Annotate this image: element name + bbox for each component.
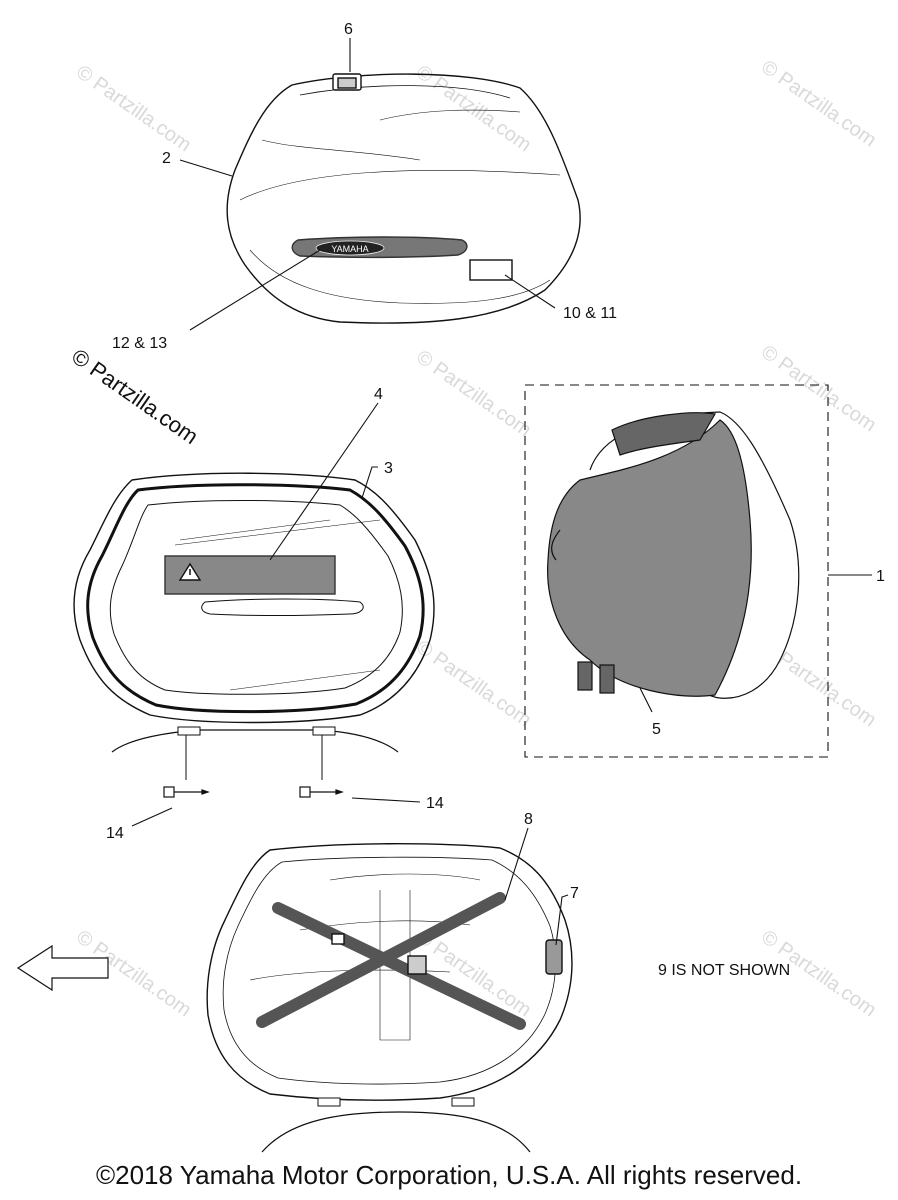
- callout-5: 5: [652, 721, 661, 738]
- watermark-faint: © Partzilla.com: [757, 56, 880, 151]
- watermark-faint: © Partzilla.com: [412, 636, 535, 731]
- callout-3: 3: [384, 460, 393, 477]
- open-case: [206, 843, 573, 1153]
- callout-7: 7: [570, 885, 579, 902]
- leader-lines-right: [639, 574, 872, 713]
- callout-labels: 6 2 12 & 13 10 & 11 4 3 1 5 14 14 8 7: [106, 21, 885, 902]
- callout-6: 6: [344, 21, 353, 38]
- watermark-faint: © Partzilla.com: [412, 346, 535, 441]
- front-direction-arrow-icon: [16, 944, 109, 992]
- callout-14: 14: [106, 825, 124, 842]
- leader-lines-top: [179, 38, 556, 331]
- watermark-main: © Partzilla.com: [67, 344, 203, 450]
- watermark-faint: © Partzilla.com: [72, 61, 195, 156]
- watermark-faint: © Partzilla.com: [757, 341, 880, 436]
- callout-12-13: 12 & 13: [112, 335, 167, 352]
- watermark-faint: © Partzilla.com: [412, 61, 535, 156]
- callout-10-11: 10 & 11: [563, 305, 617, 322]
- outer-lid: YAMAHA: [226, 73, 581, 324]
- saddlebag-assembly: [547, 411, 800, 699]
- assembly-box: [524, 384, 829, 758]
- lid-inner-assembly: [73, 472, 435, 780]
- lid-brand-badge: YAMAHA: [331, 244, 368, 254]
- callout-2: 2: [162, 150, 171, 167]
- callout-8: 8: [524, 811, 533, 828]
- callout-14: 14: [426, 795, 444, 812]
- callout-4: 4: [374, 386, 383, 403]
- note-not-shown: 9 IS NOT SHOWN: [658, 962, 791, 979]
- leader-lines-bottom: [504, 827, 569, 946]
- copyright-footer: ©2018 Yamaha Motor Corporation, U.S.A. A…: [95, 1160, 803, 1190]
- callout-1: 1: [876, 568, 885, 585]
- screws: [163, 786, 344, 798]
- leader-lines-mid: [131, 402, 421, 827]
